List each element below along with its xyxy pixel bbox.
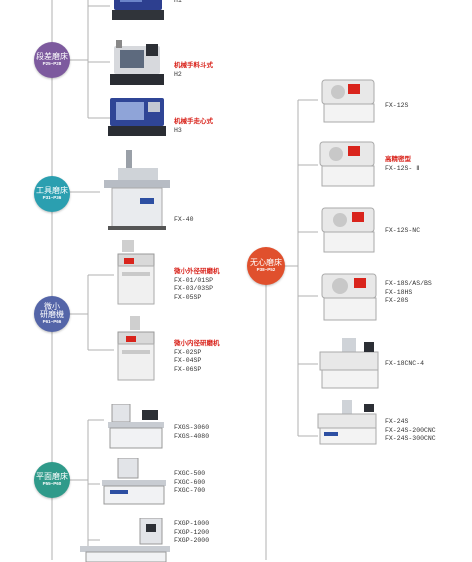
model-name: FXGS-3060: [174, 424, 210, 431]
category-pages: P61~P66: [42, 319, 62, 324]
category-pages: P25~P28: [42, 61, 62, 66]
model-name: H3: [174, 126, 182, 134]
machine-fxgp-image[interactable]: [80, 518, 172, 562]
model-label-fx40: FX-40: [174, 216, 194, 225]
model-tag: 微小外径研磨机: [174, 268, 220, 275]
model-name: FX-12S-NC: [385, 227, 421, 234]
model-name: FXGC-700: [174, 487, 206, 494]
machine-fx02-image[interactable]: [114, 316, 158, 382]
machine-fx24s-image[interactable]: [314, 400, 380, 446]
machine-fx12s2-image[interactable]: [316, 134, 380, 188]
category-title: 无心磨床: [250, 258, 282, 267]
category-title: 平面磨床: [36, 472, 68, 481]
category-stepped-grinder[interactable]: 段差磨床 P25~P28: [34, 42, 70, 78]
model-name: FX-18HS: [385, 288, 413, 296]
machine-fx18cnc-image[interactable]: [316, 338, 382, 390]
model-name: FX-12S: [385, 102, 409, 109]
model-name: FX-06SP: [174, 365, 202, 373]
model-label-fxgp: FXGP-1000 FXGP-1200 FXGP-2000: [174, 520, 209, 546]
machine-fxgs-image[interactable]: [104, 404, 168, 450]
model-tag: 机械手走心式: [174, 118, 213, 125]
model-name: H1: [174, 0, 182, 4]
category-pages: P38~P52: [256, 267, 276, 272]
model-name: FXGC-600: [174, 478, 206, 486]
model-name: FXGS-4080: [174, 432, 210, 440]
model-name: FXGC-500: [174, 470, 206, 477]
model-name: FX-18CNC-4: [385, 360, 425, 367]
machine-fx01-image[interactable]: [114, 240, 158, 306]
model-tag: 机械手料斗式: [174, 62, 213, 69]
model-name: FX-12S- Ⅱ: [385, 164, 420, 172]
model-name: FX-24S-300CNC: [385, 435, 436, 442]
model-name: FX-02SP: [174, 348, 202, 356]
category-centerless-grinder[interactable]: 无心磨床 P38~P52: [247, 247, 285, 285]
machine-fx40-image[interactable]: [100, 150, 174, 232]
model-label-fx24s: FX-24S FX-24S-200CNC FX-24S-300CNC: [385, 418, 436, 444]
model-label-h3: 机械手走心式 H3: [174, 118, 213, 135]
machine-h2-image[interactable]: [110, 40, 164, 86]
model-label-fx12s2: 高精密型 FX-12S- Ⅱ: [385, 156, 419, 173]
model-label-fx12snc: FX-12S-NC: [385, 227, 420, 236]
category-surface-grinder[interactable]: 平面磨床 P55~P60: [34, 462, 70, 498]
model-name: FX-03/03SP: [174, 285, 214, 292]
model-label-fx02: 微小内径研磨机 FX-02SP FX-04SP FX-06SP: [174, 340, 220, 374]
model-label-fx18s: FX-18S/AS/BS FX-18HS FX-20S: [385, 280, 432, 306]
model-tag: 高精密型: [385, 156, 411, 163]
model-name: FX-18S/AS/BS: [385, 280, 432, 287]
machine-fx12snc-image[interactable]: [318, 200, 380, 254]
machine-fx18s-image[interactable]: [318, 266, 382, 322]
model-name: FX-01/01SP: [174, 276, 214, 284]
category-tool-grinder[interactable]: 工具磨床 P31~P36: [34, 176, 70, 212]
model-name: FXGP-1200: [174, 528, 210, 536]
model-label-h2: 机械手料斗式 H2: [174, 62, 213, 79]
category-title: 工具磨床: [36, 186, 68, 195]
machine-fx12s-image[interactable]: [318, 72, 380, 124]
model-name: FX-20S: [385, 297, 409, 304]
machine-h1-image[interactable]: [110, 0, 166, 22]
model-name: FX-04SP: [174, 357, 202, 364]
model-name: H2: [174, 70, 182, 78]
model-label-fxgs: FXGS-3060 FXGS-4080: [174, 424, 209, 441]
model-name: FXGP-2000: [174, 537, 210, 544]
model-label-fx12s: FX-12S: [385, 102, 408, 111]
model-label-fx01: 微小外径研磨机 FX-01/01SP FX-03/03SP FX-05SP: [174, 268, 220, 302]
model-tag: 微小内径研磨机: [174, 340, 220, 347]
model-label-fxgc: FXGC-500 FXGC-600 FXGC-700: [174, 470, 205, 496]
model-label-fx18cnc: FX-18CNC-4: [385, 360, 424, 369]
machine-h3-image[interactable]: [106, 94, 168, 138]
model-label-h1: H1: [174, 0, 182, 6]
category-micro-grinder[interactable]: 微小 研磨機 P61~P66: [34, 296, 70, 332]
category-title-line2: 研磨機: [40, 310, 64, 319]
category-title-line1: 微小: [44, 302, 60, 311]
model-name: FX-40: [174, 216, 194, 223]
machine-fxgc-image[interactable]: [100, 458, 168, 506]
category-pages: P31~P36: [42, 195, 62, 200]
model-name: FXGP-1000: [174, 520, 210, 527]
model-name: FX-24S-200CNC: [385, 426, 436, 434]
category-pages: P55~P60: [42, 481, 62, 486]
model-name: FX-05SP: [174, 293, 202, 301]
model-name: FX-24S: [385, 418, 409, 425]
category-title: 段差磨床: [36, 52, 68, 61]
